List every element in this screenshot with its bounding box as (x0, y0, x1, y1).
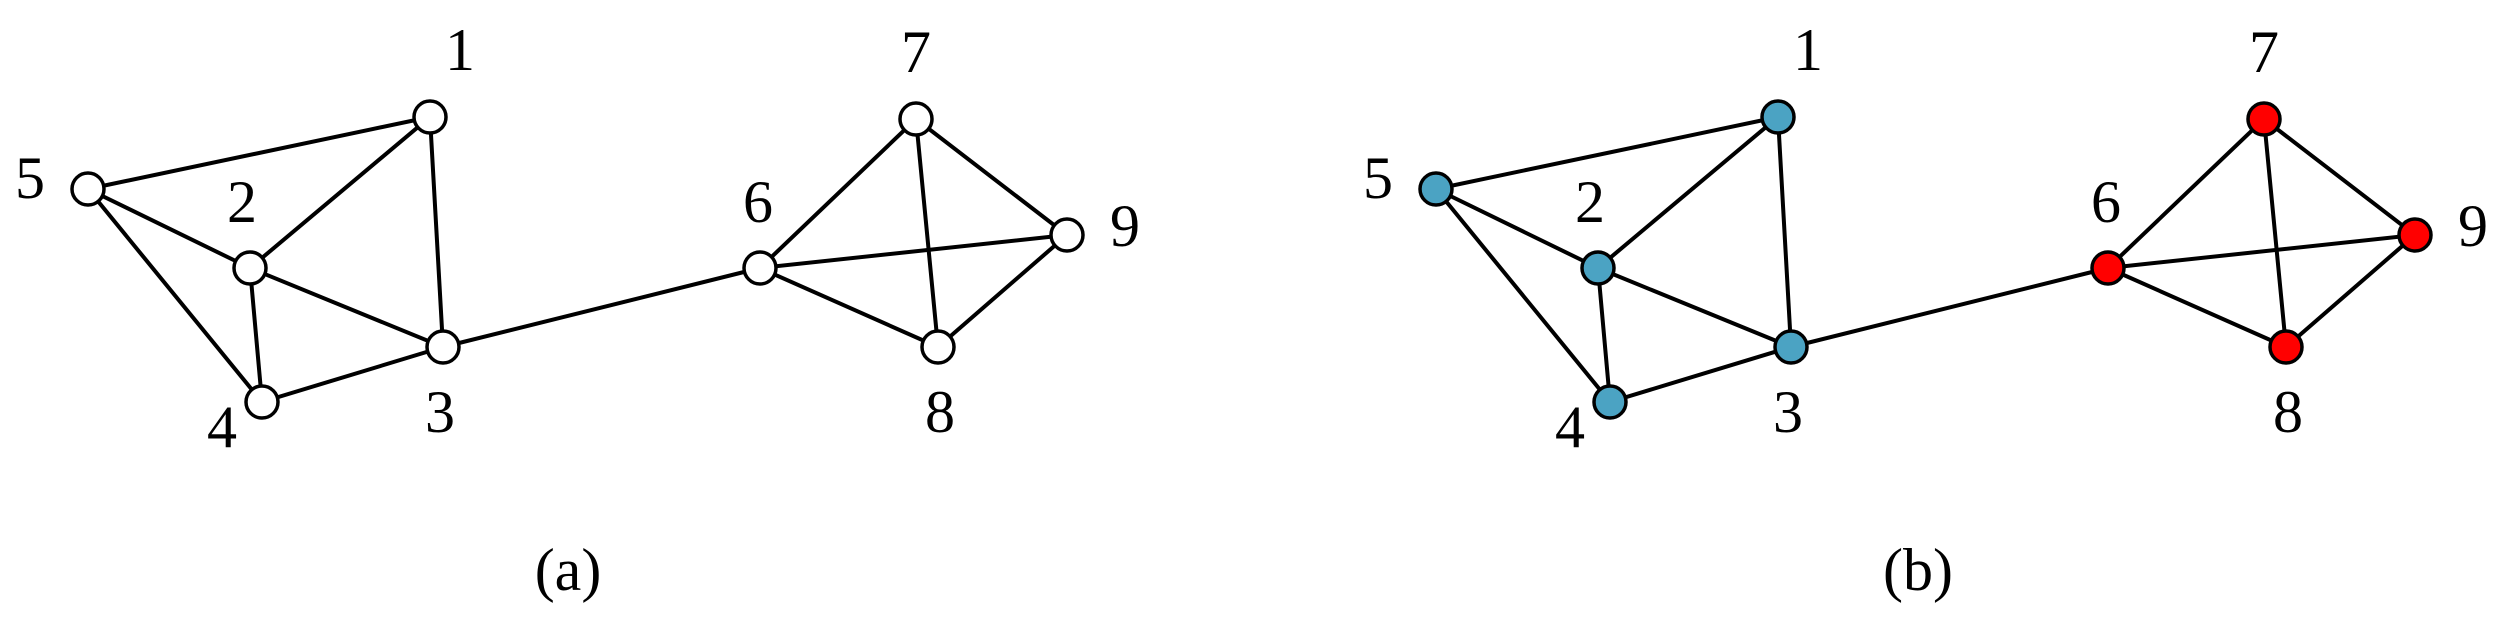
panel-b-edge-1-2 (1596, 115, 1780, 270)
panel-a-node-label-1: 1 (445, 17, 475, 83)
panel-a-node-4 (244, 384, 280, 420)
panel-a-edge-6-8 (758, 266, 940, 349)
panel-b-node-label-8: 8 (2273, 379, 2303, 445)
panel-a-node-label-6: 6 (743, 169, 773, 235)
panel-a-node-6 (742, 250, 778, 286)
panel-b-node-8 (2268, 329, 2304, 365)
panel-b-edge-6-8 (2106, 266, 2288, 349)
panel-b-node-6 (2090, 250, 2126, 286)
panel-a-node-9 (1049, 217, 1085, 253)
panel-b-node-5 (1418, 171, 1454, 207)
panel-a-node-label-2: 2 (227, 169, 257, 235)
panel-a-node-label-5: 5 (15, 145, 45, 211)
panel-b-node-3 (1773, 329, 1809, 365)
panel-a-edges (86, 115, 1069, 404)
panel-a-edge-3-6 (441, 266, 762, 349)
panel-b-edge-4-3 (1608, 345, 1793, 404)
panel-b-edge-2-4 (1596, 266, 1612, 404)
panel-a-node-5 (70, 171, 106, 207)
panel-b: 1 2 3 4 5 6 7 8 9 (b) (1363, 17, 2488, 603)
panel-a-edge-2-3 (248, 266, 445, 349)
panel-b-labels: 1 2 3 4 5 6 7 8 9 (1363, 17, 2488, 460)
panel-b-node-2 (1580, 250, 1616, 286)
panel-a-node-label-7: 7 (901, 19, 931, 85)
panel-a-node-label-4: 4 (207, 394, 237, 460)
panel-b-node-label-9: 9 (2458, 193, 2488, 259)
panel-b-edges (1434, 115, 2417, 404)
panel-a-node-3 (425, 329, 461, 365)
panel-a-node-1 (412, 99, 448, 135)
panel-a-node-7 (898, 101, 934, 137)
panel-a-edge-9-8 (936, 233, 1069, 349)
panel-b-edge-9-8 (2284, 233, 2417, 349)
panel-b-edge-6-9 (2106, 233, 2417, 270)
panel-a-caption: (a) (535, 537, 602, 603)
panel-b-caption: (b) (1883, 537, 1953, 603)
panel-b-node-label-7: 7 (2249, 19, 2279, 85)
panel-b-node-7 (2246, 101, 2282, 137)
panel-b-edge-3-6 (1789, 266, 2110, 349)
panel-a-edge-6-9 (758, 233, 1069, 270)
panel-a-edge-7-8 (914, 117, 940, 349)
panel-b-node-label-6: 6 (2091, 169, 2121, 235)
panel-b-edge-6-7 (2106, 117, 2266, 270)
panel-b-node-9 (2397, 217, 2433, 253)
panel-b-nodes (1418, 99, 2433, 420)
panel-b-node-4 (1592, 384, 1628, 420)
panel-a-edge-5-4 (86, 187, 264, 404)
panel-a: 1 2 3 4 5 6 7 8 9 (a) (15, 17, 1140, 603)
panel-a-node-label-3: 3 (425, 379, 455, 445)
panel-a-labels: 1 2 3 4 5 6 7 8 9 (15, 17, 1140, 460)
panel-a-edge-1-3 (428, 115, 445, 349)
panel-a-edge-5-1 (86, 115, 432, 191)
panel-a-edge-7-9 (914, 117, 1069, 237)
panel-a-edge-2-4 (248, 266, 264, 404)
panel-a-node-8 (920, 329, 956, 365)
panel-b-edge-5-1 (1434, 115, 1780, 191)
panel-a-edge-4-3 (260, 345, 445, 404)
panel-b-node-label-1: 1 (1793, 17, 1823, 83)
panel-b-node-label-5: 5 (1363, 145, 1393, 211)
panel-b-edge-1-3 (1776, 115, 1793, 349)
panel-a-node-label-9: 9 (1110, 193, 1140, 259)
panel-b-node-1 (1760, 99, 1796, 135)
panel-b-node-label-4: 4 (1555, 394, 1585, 460)
panel-a-nodes (70, 99, 1085, 420)
panel-a-node-2 (232, 250, 268, 286)
panel-a-edge-6-7 (758, 117, 918, 270)
panel-a-edge-5-2 (86, 187, 252, 270)
panel-b-edge-2-3 (1596, 266, 1793, 349)
panel-a-node-label-8: 8 (925, 379, 955, 445)
panel-b-node-label-3: 3 (1773, 379, 1803, 445)
panel-b-edge-7-9 (2262, 117, 2417, 237)
panel-b-edge-5-4 (1434, 187, 1612, 404)
panel-b-edge-5-2 (1434, 187, 1600, 270)
panel-b-node-label-2: 2 (1575, 169, 1605, 235)
panel-a-edge-1-2 (248, 115, 432, 270)
panel-b-edge-7-8 (2262, 117, 2288, 349)
